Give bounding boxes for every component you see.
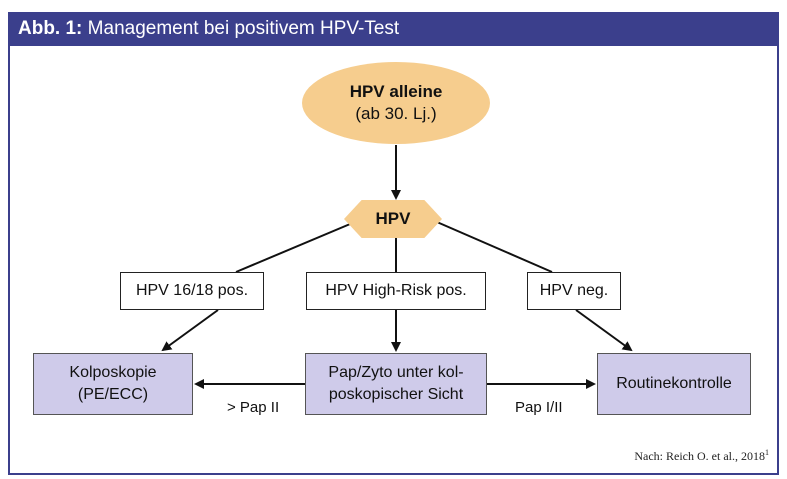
start-node-subtitle: (ab 30. Lj.) [355, 104, 437, 123]
outcome-routinekontrolle: Routinekontrolle [597, 353, 751, 415]
arrow-left-label-to-kolposkopie [161, 309, 219, 352]
line-hpv-to-right-label [429, 218, 553, 273]
figure-label: Abb. 1: [18, 18, 83, 39]
source-citation-ref: 1 [765, 448, 769, 457]
branch-label-left-text: HPV 16/18 pos. [135, 282, 249, 299]
branch-label-middle: HPV High-Risk pos. [306, 272, 486, 310]
outcome-routinekontrolle-line1: Routinekontrolle [616, 375, 732, 392]
figure-header: Abb. 1: Management bei positivem HPV-Tes… [8, 12, 779, 46]
figure-title: Management bei positivem HPV-Test [87, 18, 400, 39]
arrow-right-label-to-routine [575, 309, 633, 352]
outcome-pap-zyto-line1: Pap/Zyto unter kol- [328, 364, 464, 381]
outcome-kolposkopie: Kolposkopie (PE/ECC) [33, 353, 193, 415]
branch-label-left: HPV 16/18 pos. [120, 272, 264, 310]
outcome-pap-zyto-line2: poskopischer Sicht [328, 386, 464, 403]
outcome-kolposkopie-line2: (PE/ECC) [77, 386, 149, 403]
decision-node-label: HPV [375, 209, 411, 228]
start-node-title: HPV alleine [349, 82, 443, 101]
branch-label-middle-text: HPV High-Risk pos. [325, 282, 467, 299]
source-citation: Nach: Reich O. et al., 20181 [634, 448, 769, 464]
edge-label-pap-i-ii: Pap I/II [515, 399, 563, 416]
start-node: HPV alleine (ab 30. Lj.) [302, 62, 490, 144]
line-hpv-to-left-label [235, 218, 363, 273]
decision-node: HPV [344, 200, 442, 238]
branch-label-right-text: HPV neg. [539, 282, 609, 299]
branch-label-right: HPV neg. [527, 272, 621, 310]
edge-label-pap-ii: > Pap II [227, 399, 280, 416]
source-citation-text: Nach: Reich O. et al., 2018 [634, 449, 765, 463]
outcome-pap-zyto: Pap/Zyto unter kol- poskopischer Sicht [305, 353, 487, 415]
outcome-kolposkopie-line1: Kolposkopie [69, 364, 157, 381]
